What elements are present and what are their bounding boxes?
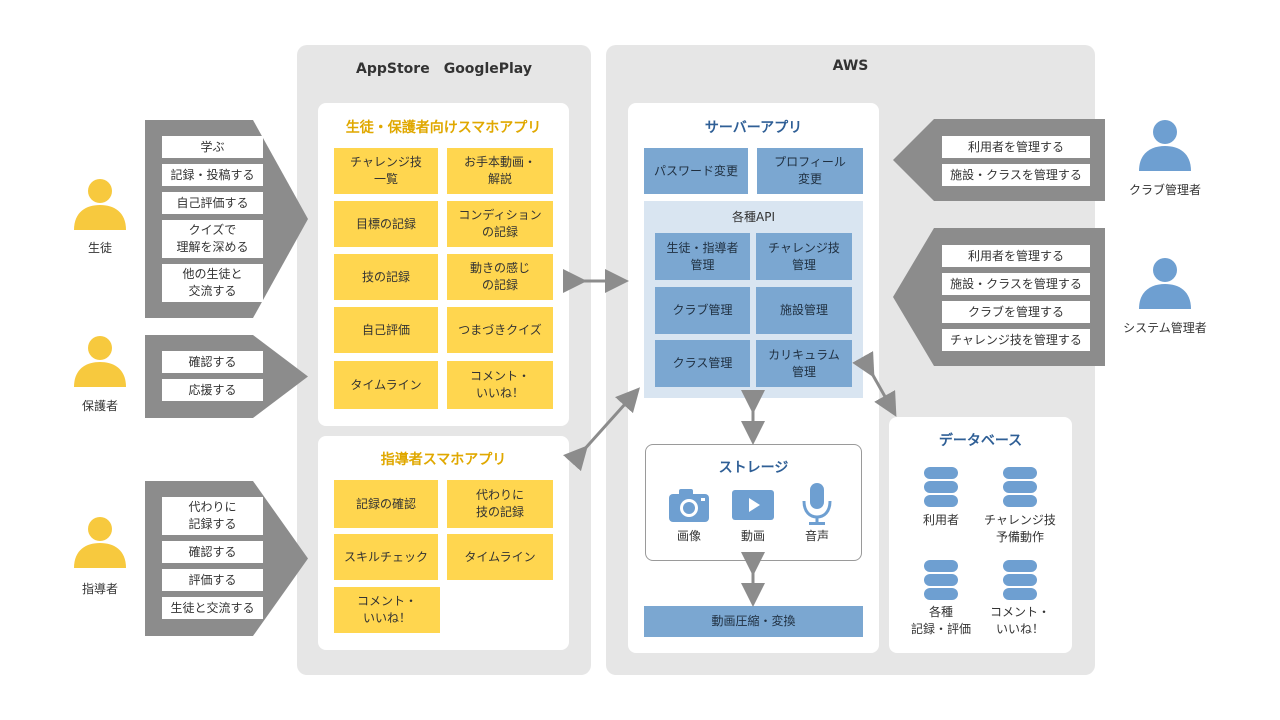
club-admin-person-icon (1137, 117, 1193, 173)
student-app-skill-record: 技の記録 (334, 254, 438, 300)
arrow-server-database (852, 351, 897, 417)
student-app-quiz: つまづきクイズ (447, 307, 553, 353)
student-item-self-eval: 自己評価する (162, 192, 263, 214)
api-curriculum-mgmt: カリキュラム 管理 (756, 340, 852, 387)
api-class-mgmt: クラス管理 (655, 340, 750, 387)
coach-item-record-for: 代わりに 記録する (162, 497, 263, 535)
guardian-item-cheer: 応援する (162, 379, 263, 401)
db-users-label: 利用者 (922, 513, 959, 527)
student-app-timeline: タイムライン (334, 361, 438, 409)
student-item-interact: 他の生徒と 交流する (162, 264, 263, 302)
student-item-quiz: クイズで 理解を深める (162, 220, 263, 258)
db-challenge-label: チャレンジ技 予備動作 (984, 513, 1056, 544)
club-admin-arrow (893, 119, 1105, 201)
database-title: データベース (938, 433, 1023, 449)
club-admin-item-users: 利用者を管理する (942, 136, 1090, 158)
guardian-label: 保護者 (81, 399, 118, 413)
api-challenge-mgmt: チャレンジ技 管理 (756, 233, 852, 280)
coach-app-skill-check: スキルチェック (334, 534, 438, 580)
student-app-comment-like: コメント・ いいね！ (447, 361, 553, 409)
arrow-coach-app-server (563, 387, 641, 472)
student-app-motion-record: 動きの感じ の記録 (447, 254, 553, 300)
coach-app-timeline: タイムライン (447, 534, 553, 580)
student-app-condition-record: コンディション の記録 (447, 201, 553, 247)
api-title: 各種API (732, 210, 775, 224)
guardian-person-icon (72, 333, 128, 389)
video-compress-convert: 動画圧縮・変換 (644, 606, 863, 637)
system-admin-label: システム管理者 (1123, 321, 1207, 335)
system-admin-item-facility: 施設・クラスを管理する (942, 273, 1090, 295)
coach-label: 指導者 (81, 582, 118, 596)
storage-audio-label: 音声 (804, 529, 829, 543)
student-app-goal-record: 目標の記録 (334, 201, 438, 247)
system-admin-item-users: 利用者を管理する (942, 245, 1090, 267)
coach-item-evaluate: 評価する (162, 569, 263, 591)
coach-app-record-check: 記録の確認 (334, 480, 438, 528)
student-app-self-eval: 自己評価 (334, 307, 438, 353)
server-profile-change: プロフィール 変更 (757, 148, 863, 194)
student-label: 生徒 (87, 241, 112, 255)
club-admin-label: クラブ管理者 (1128, 183, 1201, 197)
student-app-title: 生徒・保護者向けスマホアプリ (345, 120, 542, 136)
aws-panel-title: AWS (832, 58, 869, 74)
database-card (889, 417, 1072, 653)
student-app-challenge-list: チャレンジ技 一覧 (334, 148, 438, 194)
api-student-coach-mgmt: 生徒・指導者 管理 (655, 233, 750, 280)
database-icon (1002, 466, 1038, 508)
student-item-record: 記録・投稿する (162, 164, 263, 186)
storage-video-label: 動画 (740, 529, 765, 543)
video-play-icon (731, 487, 775, 523)
db-comments-label: コメント・ いいね！ (989, 605, 1050, 636)
storage-title: ストレージ (718, 460, 789, 476)
store-panel-title: AppStore GooglePlay (356, 61, 532, 77)
student-person-icon (72, 176, 128, 232)
coach-app-record-for: 代わりに 技の記録 (447, 480, 553, 528)
system-admin-item-club: クラブを管理する (942, 301, 1090, 323)
student-app-model-video: お手本動画・ 解説 (447, 148, 553, 194)
server-app-title: サーバーアプリ (704, 120, 803, 136)
database-icon (923, 466, 959, 508)
api-club-mgmt: クラブ管理 (655, 287, 750, 334)
db-records-label: 各種 記録・評価 (910, 605, 971, 636)
coach-item-check: 確認する (162, 541, 263, 563)
system-admin-person-icon (1137, 255, 1193, 311)
coach-item-interact: 生徒と交流する (162, 597, 263, 619)
club-admin-item-facility: 施設・クラスを管理する (942, 164, 1090, 186)
coach-app-title: 指導者スマホアプリ (380, 452, 507, 468)
guardian-item-check: 確認する (162, 351, 263, 373)
microphone-icon (800, 482, 834, 526)
camera-icon (667, 487, 711, 523)
student-item-learn: 学ぶ (162, 136, 263, 158)
database-icon (1002, 559, 1038, 601)
coach-app-comment-like: コメント・ いいね！ (334, 587, 440, 633)
api-facility-mgmt: 施設管理 (756, 287, 852, 334)
storage-image-label: 画像 (676, 529, 701, 543)
system-admin-item-challenge: チャレンジ技を管理する (942, 329, 1090, 351)
database-icon (923, 559, 959, 601)
server-password-change: パスワード変更 (644, 148, 748, 194)
coach-person-icon (72, 514, 128, 570)
